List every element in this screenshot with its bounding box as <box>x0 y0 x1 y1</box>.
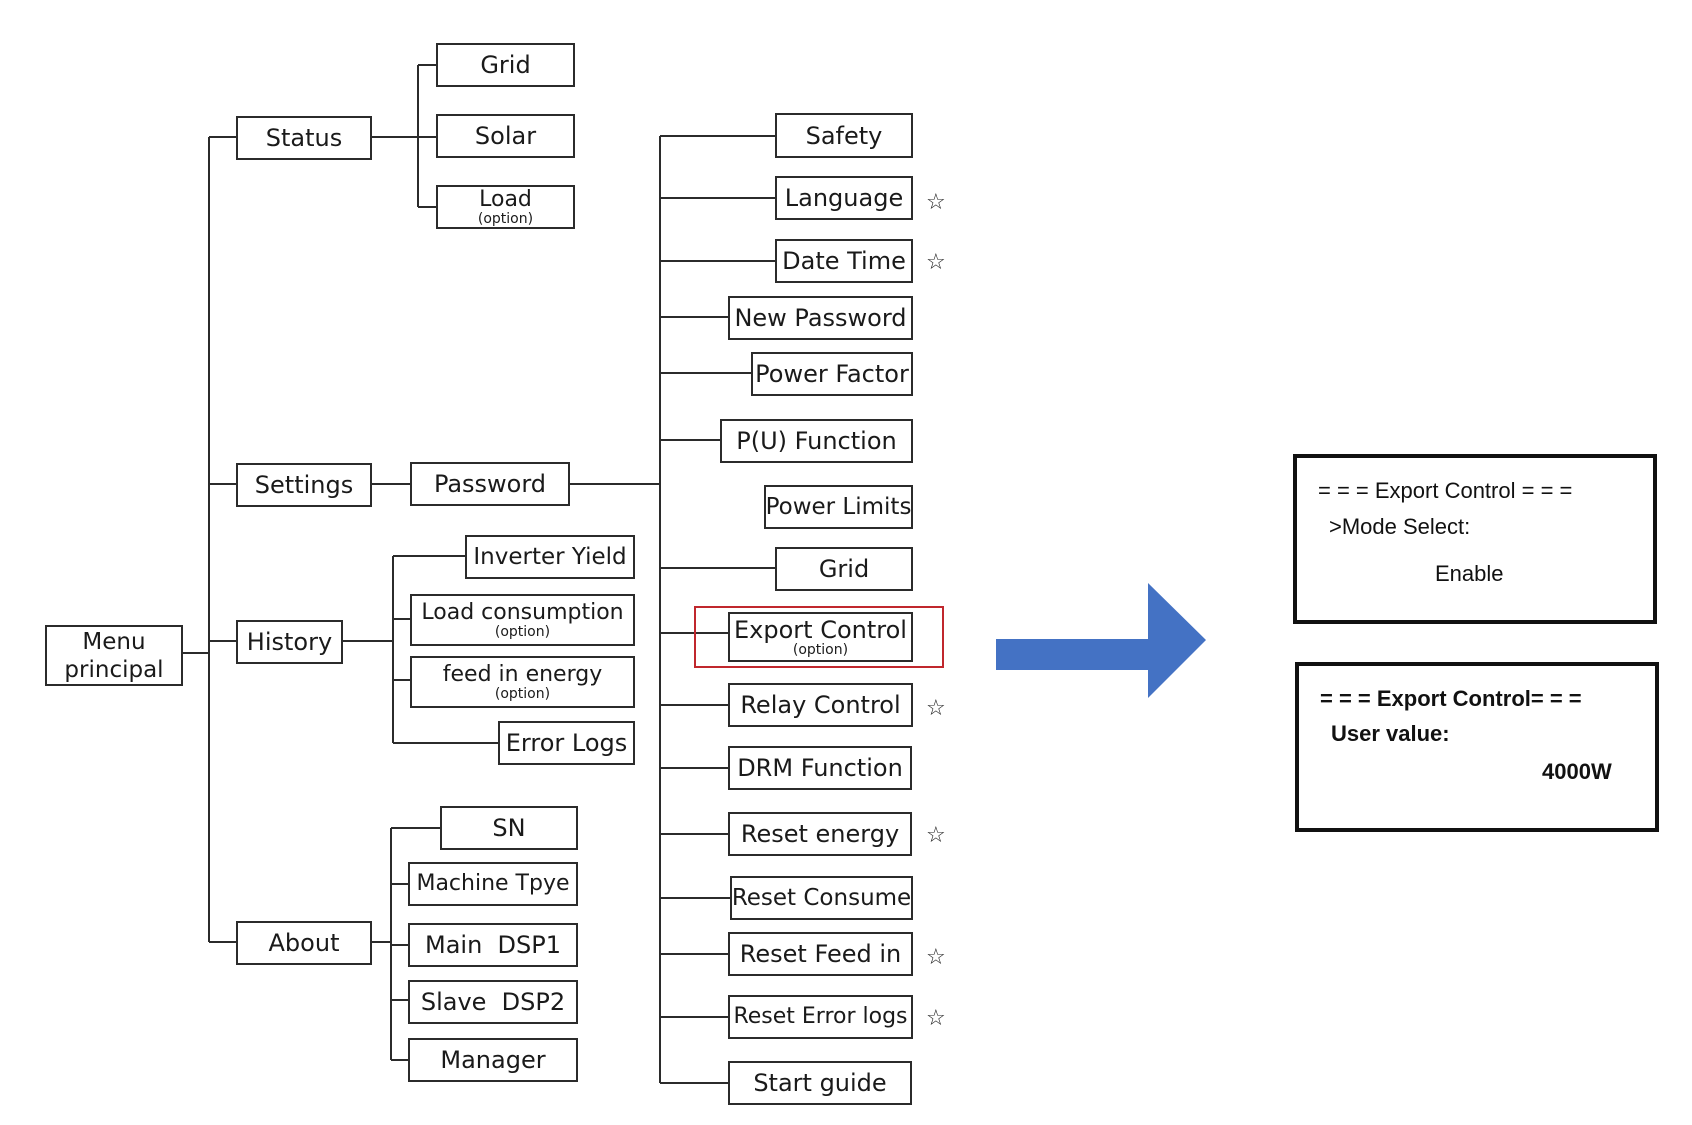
node-label: New Password <box>734 304 907 332</box>
node-label: SN <box>492 814 526 842</box>
node-sublabel: (option) <box>792 641 849 658</box>
node-label: Power Limits <box>765 493 912 520</box>
node-feed-in-energy: feed in energy (option) <box>410 656 635 708</box>
node-pu-function: P(U) Function <box>720 419 913 463</box>
node-reset-consume: Reset Consume <box>730 876 913 920</box>
star-icon: ☆ <box>926 823 946 848</box>
node-settings-grid: Grid <box>775 547 913 591</box>
node-menu-principal: Menu principal <box>45 625 183 686</box>
node-slave-dsp2: Slave DSP2 <box>408 980 578 1024</box>
node-label: P(U) Function <box>736 427 897 455</box>
node-status-load: Load (option) <box>436 185 575 229</box>
node-main-dsp1: Main DSP1 <box>408 923 578 967</box>
node-sublabel: (option) <box>494 623 551 640</box>
node-label: Manager <box>440 1046 546 1074</box>
node-label: Machine Tpye <box>416 871 570 896</box>
node-relay-control: Relay Control <box>728 683 913 727</box>
node-status: Status <box>236 116 372 160</box>
node-label: Main DSP1 <box>424 931 561 959</box>
node-date-time: Date Time <box>775 239 913 283</box>
lcd-value: Enable <box>1435 561 1504 586</box>
right-arrow <box>996 583 1206 698</box>
node-inverter-yield: Inverter Yield <box>465 535 635 579</box>
node-drm-function: DRM Function <box>728 746 912 790</box>
node-machine-type: Machine Tpye <box>408 862 578 906</box>
node-start-guide: Start guide <box>728 1061 912 1105</box>
node-label: Reset energy <box>740 820 900 848</box>
node-reset-energy: Reset energy <box>728 812 912 856</box>
lcd-value: 4000W <box>1542 759 1612 784</box>
star-icon: ☆ <box>926 696 946 721</box>
lcd-title: = = = Export Control = = = <box>1318 478 1573 503</box>
lcd-title: = = = Export Control= = = <box>1320 686 1582 711</box>
node-label: Start guide <box>753 1069 887 1097</box>
node-power-factor: Power Factor <box>751 352 913 396</box>
node-label: Power Factor <box>755 360 909 388</box>
node-label: Error Logs <box>505 729 628 757</box>
node-label: Reset Feed in <box>739 940 902 968</box>
node-label: Load <box>479 186 532 212</box>
node-label: Settings <box>254 471 354 499</box>
node-label: Inverter Yield <box>473 543 627 570</box>
node-label: Status <box>265 124 343 152</box>
node-label: DRM Function <box>737 754 903 782</box>
export-control-highlight <box>694 606 944 668</box>
node-label: Safety <box>805 121 883 150</box>
node-history: History <box>236 620 343 664</box>
star-icon: ☆ <box>926 1006 946 1031</box>
node-export-control: Export Control (option) <box>728 612 913 662</box>
node-label-line1: Menu <box>82 628 146 655</box>
node-label: About <box>268 929 340 957</box>
node-label: Solar <box>474 122 537 150</box>
node-label: Slave DSP2 <box>420 988 566 1016</box>
node-new-password: New Password <box>728 296 913 340</box>
node-language: Language <box>775 176 913 220</box>
lcd-screen-user-value: = = = Export Control= = = User value: 40… <box>1295 662 1659 832</box>
node-label-line2: principal <box>64 656 164 683</box>
star-icon: ☆ <box>926 190 946 215</box>
node-label: Reset Consume <box>731 884 912 911</box>
node-status-solar: Solar <box>436 114 575 158</box>
lcd-line: User value: <box>1331 721 1450 746</box>
node-password: Password <box>410 462 570 506</box>
star-icon: ☆ <box>926 250 946 275</box>
lcd-line: >Mode Select: <box>1329 514 1471 539</box>
node-about: About <box>236 921 372 965</box>
node-error-logs: Error Logs <box>498 721 635 765</box>
node-label: Export Control <box>734 615 907 644</box>
node-label: Relay Control <box>740 691 901 719</box>
star-icon: ☆ <box>926 945 946 970</box>
node-sublabel: (option) <box>477 210 534 227</box>
node-load-consumption: Load consumption (option) <box>410 594 635 646</box>
node-manager: Manager <box>408 1038 578 1082</box>
node-sublabel: (option) <box>494 685 551 702</box>
node-reset-feed-in: Reset Feed in <box>728 932 913 976</box>
node-sn: SN <box>440 806 578 850</box>
node-label: Load consumption <box>421 599 624 625</box>
node-label: Grid <box>818 555 870 583</box>
lcd-screen-mode-select: = = = Export Control = = = >Mode Select:… <box>1293 454 1657 624</box>
node-label: Date Time <box>782 247 906 275</box>
node-label: Password <box>433 470 547 498</box>
node-label: History <box>246 628 333 656</box>
node-label: Language <box>784 184 904 212</box>
node-safety: Safety <box>775 113 913 158</box>
node-power-limits: Power Limits <box>764 485 913 529</box>
node-label: feed in energy <box>442 661 603 687</box>
node-settings: Settings <box>236 463 372 507</box>
node-label: Grid <box>480 51 531 79</box>
node-reset-error-logs: Reset Error logs <box>728 995 913 1039</box>
node-status-grid: Grid <box>436 43 575 87</box>
node-label: Reset Error logs <box>733 1004 908 1029</box>
